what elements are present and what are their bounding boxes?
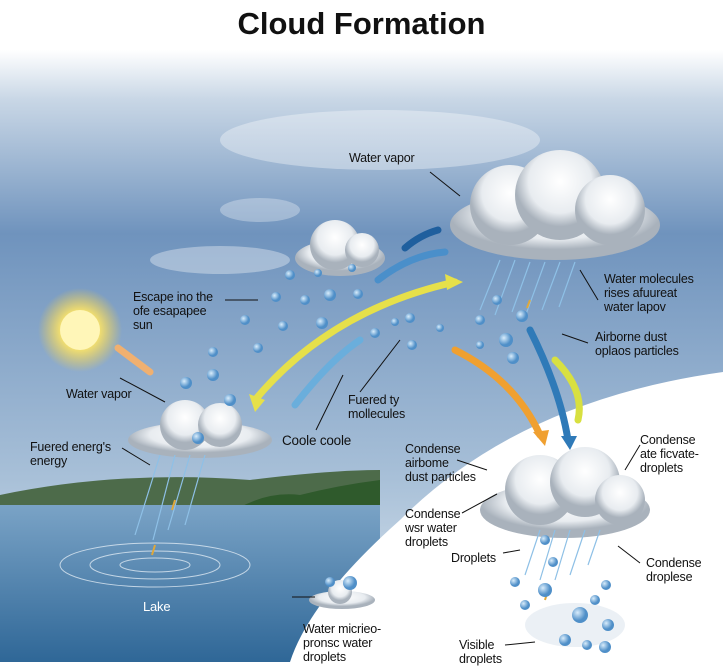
- arrow-blue-dark: [401, 226, 442, 252]
- label-droplets: Droplets: [451, 551, 496, 565]
- cloud-top-right: [450, 150, 660, 260]
- cloud-small-top: [295, 220, 385, 276]
- label-coole: Coole coole: [282, 433, 352, 448]
- arrow-blue-cool: [291, 336, 364, 409]
- water-droplets: [180, 264, 614, 653]
- label-water-vapor-left: Water vapor: [66, 387, 132, 401]
- label-lake: Lake: [143, 599, 171, 614]
- page-title: Cloud Formation: [237, 6, 486, 41]
- arrow-blue-down: [526, 326, 572, 444]
- arrow-yellow-down: [551, 356, 583, 424]
- label-water-vapor-top: Water vapor: [349, 151, 415, 165]
- arrow-orange-down: [451, 346, 544, 439]
- cloud-detail: [480, 447, 650, 538]
- arrow-blue-mid: [374, 248, 449, 284]
- arrow-sun: [114, 344, 154, 376]
- arrow-yellow-up: [251, 278, 459, 404]
